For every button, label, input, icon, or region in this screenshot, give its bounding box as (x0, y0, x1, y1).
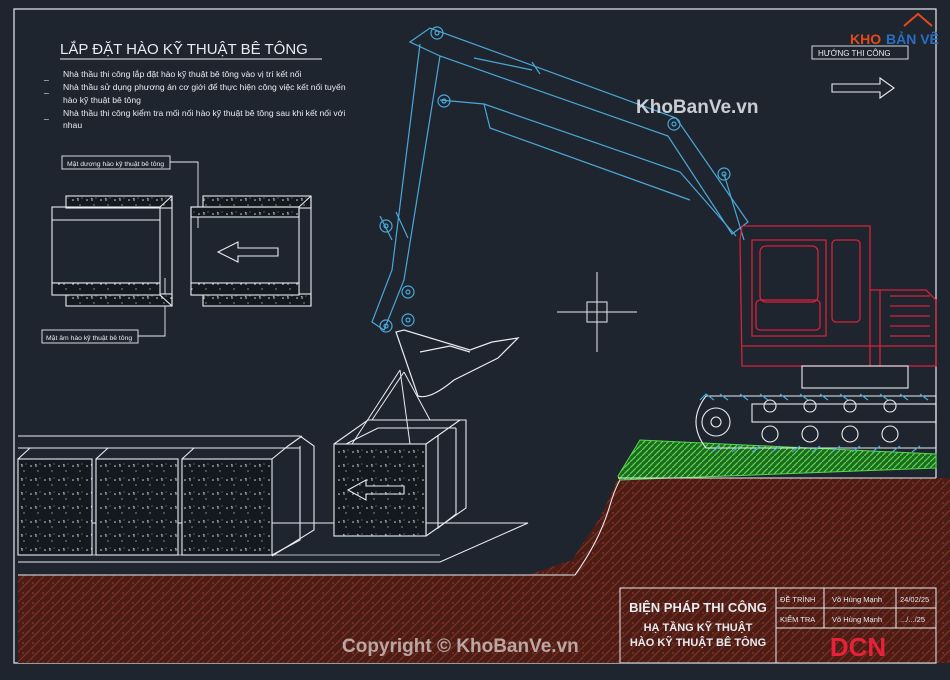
trench-section-female (190, 195, 312, 307)
logo-text-a: KHO (850, 31, 881, 47)
leader-top (170, 161, 199, 228)
title-sub-1: HẠ TẦNG KỸ THUẬT (644, 621, 753, 634)
company-logo: DCN (830, 632, 886, 662)
track-shoes (699, 393, 929, 453)
note-2b: hào kỹ thuật bê tông (63, 95, 141, 105)
row1-role: ĐỀ TRÌNH (780, 594, 815, 604)
excavator-tracks (695, 365, 937, 449)
label-box-top (61, 155, 171, 170)
note-2: Nhà thầu sử dụng phương án cơ giới để th… (63, 82, 346, 92)
note-1: Nhà thầu thi công lắp đặt hào kỹ thuật b… (63, 69, 301, 79)
excavator-cab (739, 225, 937, 367)
svg-text:_: _ (43, 84, 49, 94)
logo-text-b: BẢN VẼ (886, 30, 939, 47)
notes-list: _ Nhà thầu thi công lắp đặt hào kỹ thuật… (43, 69, 346, 130)
direction-box (811, 45, 909, 60)
note-3: Nhà thầu thi công kiểm tra mối nối hào k… (63, 108, 345, 118)
watermark-copyright: Copyright © KhoBanVe.vn (342, 636, 579, 657)
excavator-bucket (395, 329, 520, 398)
watermark-logo: KHO BẢN VẼ (850, 12, 939, 47)
title-sub-2: HÀO KỸ THUẬT BÊ TÔNG (630, 636, 766, 649)
label-top-face: Mặt dương hào kỹ thuật bê tông (67, 161, 164, 168)
label-bottom-face: Mặt âm hào kỹ thuật bê tông (46, 335, 132, 342)
svg-text:_: _ (43, 110, 49, 120)
direction-label: HƯỚNG THI CÔNG (818, 49, 891, 58)
note-3b: nhau (63, 120, 82, 130)
ground-soil (18, 478, 950, 663)
label-box-bottom (41, 329, 139, 344)
row2-date: .../.../25 (900, 615, 925, 624)
row2-role: KIỂM TRA (780, 615, 815, 624)
title-block (619, 587, 937, 664)
page-title: LẮP ĐẶT HÀO KỸ THUẬT BÊ TÔNG (60, 40, 308, 58)
watermark-site: KhoBanVe.vn (636, 97, 758, 118)
title-main: BIỆN PHÁP THI CÔNG (629, 600, 767, 615)
lifted-trench-box (333, 419, 467, 537)
trench-section-male (51, 195, 173, 307)
box-left-arrow-icon (346, 479, 405, 501)
svg-text:_: _ (43, 71, 49, 81)
left-arrow-icon (216, 241, 279, 263)
lifting-slings (351, 369, 431, 445)
row2-name: Võ Hùng Mạnh (832, 615, 882, 624)
grass-strip (617, 439, 937, 481)
installed-trench-row (17, 435, 315, 557)
excavator-boom (371, 26, 749, 333)
direction-arrow-icon (831, 76, 895, 100)
base-slab (18, 522, 529, 563)
cad-crosshair-icon (557, 272, 637, 352)
row1-name: Võ Hùng Mạnh (832, 595, 882, 604)
row1-date: 24/02/25 (900, 595, 929, 604)
